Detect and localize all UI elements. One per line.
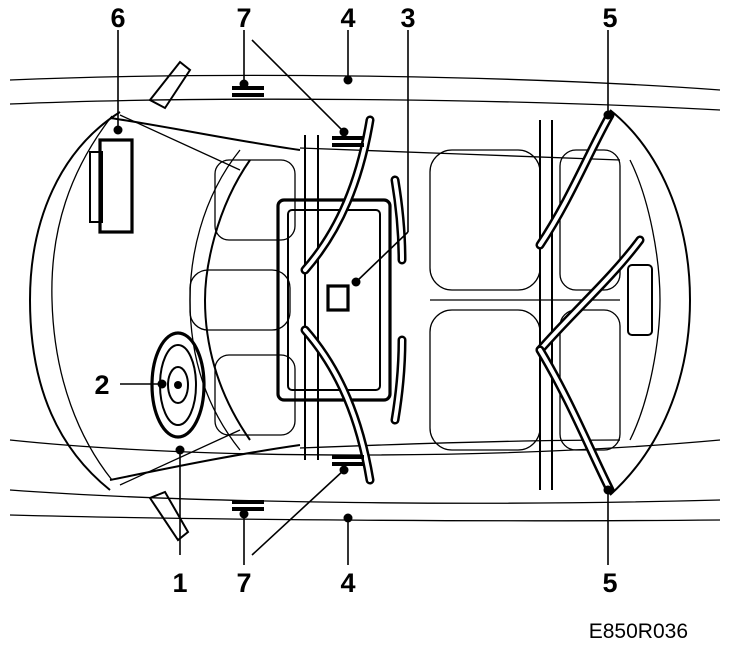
figure-code: E850R036 [589, 620, 688, 643]
centre-frame [276, 120, 553, 490]
leader-dots [113, 75, 613, 523]
leader-lines [117, 30, 609, 565]
center-sensor [326, 284, 350, 312]
callout-4-top: 4 [340, 3, 355, 33]
side-airbag-bottom [232, 455, 364, 511]
side-airbag-top [232, 86, 364, 147]
seat-belts [300, 110, 645, 495]
interior-seats [189, 149, 621, 451]
callout-6: 6 [110, 3, 125, 33]
callout-1: 1 [172, 568, 187, 598]
callout-3: 3 [400, 3, 415, 33]
callout-2: 2 [94, 370, 109, 400]
callout-7-top: 7 [236, 3, 251, 33]
steering-wheel [150, 331, 206, 439]
callout-4-bottom: 4 [340, 568, 355, 598]
callout-5-bottom: 5 [602, 568, 617, 598]
callout-7-bottom: 7 [236, 568, 251, 598]
callout-5-top: 5 [602, 3, 617, 33]
control-module [89, 138, 134, 234]
